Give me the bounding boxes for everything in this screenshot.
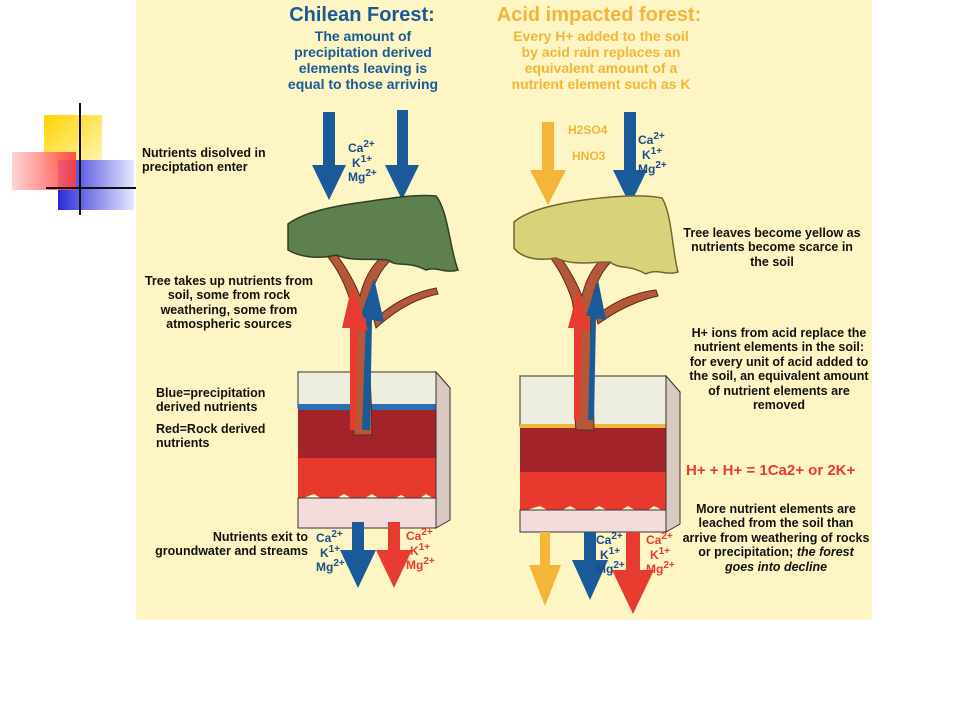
left-subtitle-line-2: precipitation derived — [294, 44, 432, 61]
right-title: Acid impacted forest: — [496, 4, 702, 26]
right-tree-branch — [595, 289, 659, 325]
right-label-leach: More nutrient elements are leached from … — [682, 502, 870, 574]
left-ion-ca: Ca — [348, 141, 364, 155]
left-label-enter: Nutrients disolved in preciptation enter — [142, 146, 266, 175]
right-label-leach-italic: the forest goes into decline — [724, 545, 854, 574]
right-label-yellow: Tree leaves become yellow as nutrients b… — [683, 226, 861, 269]
left-ion-k: K — [352, 155, 361, 170]
left-subtitle: The amount of precipitation derived elem… — [248, 28, 478, 92]
left-tree-branch — [373, 287, 439, 329]
left-precip-arrow-2 — [385, 110, 419, 200]
right-subtitle-line-2: by acid rain replaces an — [521, 44, 681, 61]
right-label-replace: H+ ions from acid replace the nutrient e… — [689, 326, 869, 412]
left-blue-uptake — [360, 278, 384, 430]
left-label-uptake: Tree takes up nutrients from soil, some … — [144, 274, 314, 332]
right-canopy — [513, 195, 679, 275]
right-input-ions: Ca2+ K1+ Mg2+ — [638, 131, 667, 177]
right-equation: H+ + H+ = 1Ca2+ or 2K+ — [686, 462, 856, 479]
right-subtitle-line-1: Every H+ added to the soil — [513, 28, 689, 44]
right-acid-hno3: HNO3 — [572, 149, 606, 163]
right-acid-arrow — [530, 122, 566, 205]
left-canopy — [287, 194, 459, 272]
left-subtitle-line-3: elements leaving is — [298, 60, 428, 77]
right-exit-blue-arrow — [572, 532, 608, 600]
deco-red-square — [12, 152, 76, 190]
diagram-panel: Chilean Forest: The amount of precipitat… — [136, 0, 872, 620]
left-subtitle-line-1: The amount of — [314, 28, 412, 44]
left-input-ions: Ca2+ K1+ Mg2+ — [348, 139, 377, 185]
left-exit-red-ions: Ca2+ K1+ Mg2+ — [406, 527, 435, 573]
left-subtitle-line-4: equal to those arriving — [287, 76, 439, 93]
right-subtitle: Every H+ added to the soil by acid rain … — [476, 28, 726, 92]
right-precip-arrow — [613, 112, 647, 205]
left-precip-arrow-1 — [312, 112, 346, 200]
right-subtitle-line-3: equivalent amount of a — [524, 60, 678, 77]
right-exit-blue-ions: Ca2+ K1+ Mg2+ — [596, 531, 625, 577]
left-exit-blue-ions: Ca2+ K1+ Mg2+ — [316, 529, 345, 575]
slide-decoration — [12, 103, 138, 215]
right-exit-red-ions: Ca2+ K1+ Mg2+ — [646, 531, 675, 577]
right-red-uptake — [568, 290, 590, 420]
right-label-leach-text: More nutrient elements are leached from … — [682, 502, 870, 560]
right-exit-red-arrow — [612, 532, 654, 614]
right-acid-h2so4: H2SO4 — [568, 123, 608, 137]
right-subtitle-line-4: nutrient element such as K — [511, 76, 691, 93]
left-ion-mg: Mg — [348, 170, 366, 185]
left-exit-blue-arrow — [340, 522, 376, 588]
left-legend-blue: Blue=precipitation derived nutrients — [156, 386, 266, 415]
right-exit-yellow-arrow — [529, 532, 561, 606]
left-exit-red-arrow — [376, 522, 412, 588]
right-blue-uptake — [586, 280, 606, 420]
left-soil-box — [296, 370, 452, 529]
left-red-uptake — [342, 285, 368, 430]
diagram-graphics — [287, 110, 682, 614]
left-legend-red: Red=Rock derived nutrients — [156, 422, 266, 451]
left-label-exit: Nutrients exit to groundwater and stream… — [155, 530, 308, 559]
left-title: Chilean Forest: — [289, 4, 435, 26]
right-soil-box — [518, 374, 682, 533]
